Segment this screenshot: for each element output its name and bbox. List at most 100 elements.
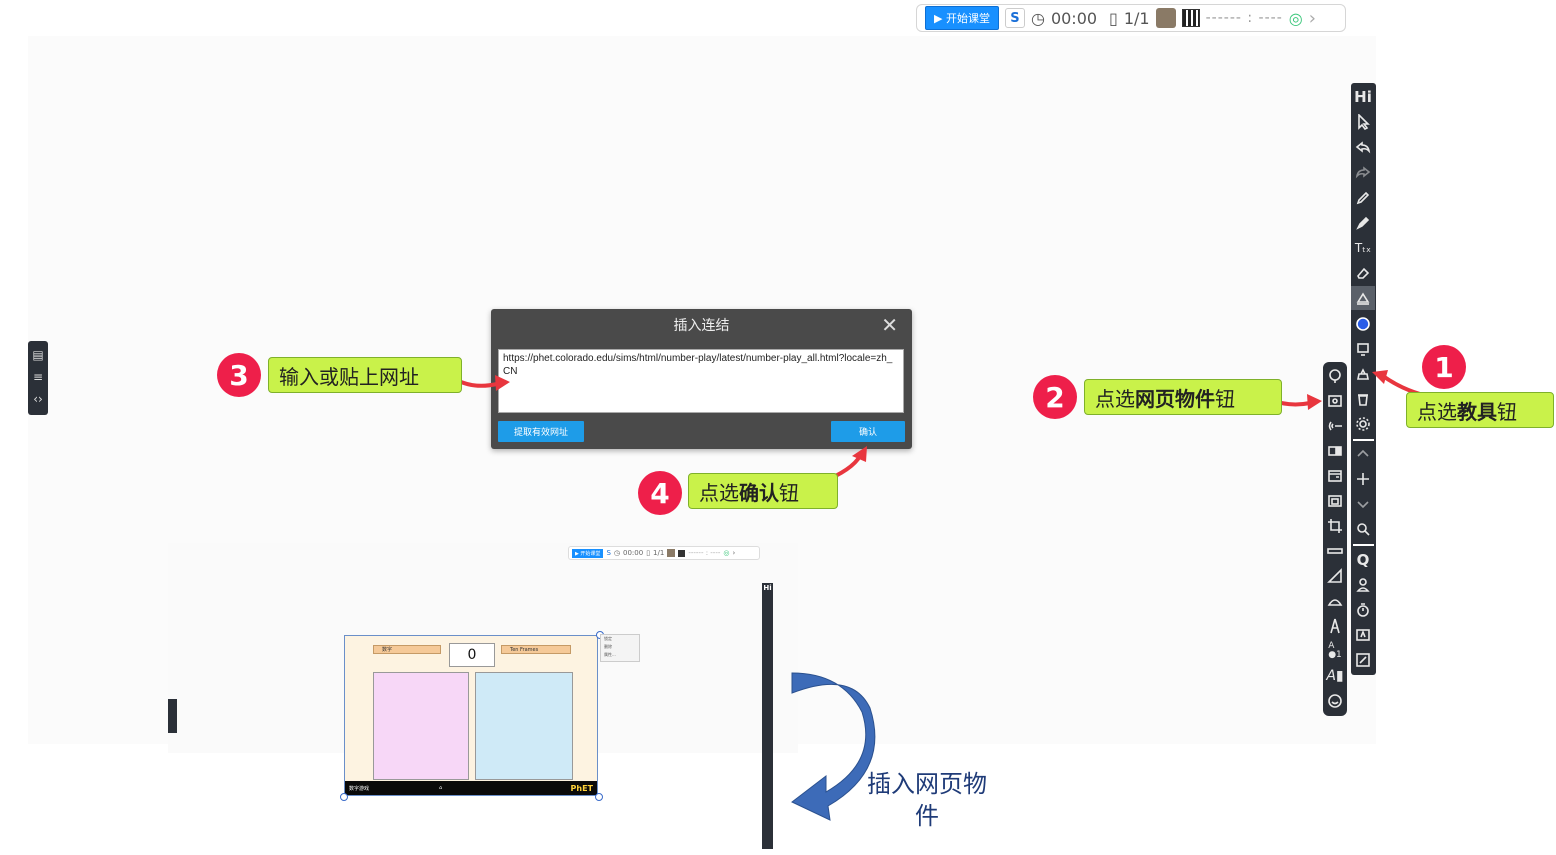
chevron-right-icon[interactable]: › [1308, 7, 1316, 29]
sim-counter[interactable]: 0 [449, 643, 495, 667]
webpage-icon[interactable] [1323, 389, 1347, 413]
media-icon[interactable] [1323, 439, 1347, 463]
sim-footer-title: 数字游戏 [349, 785, 370, 792]
step-3-badge: 3 [217, 353, 261, 397]
thumbnail-main-toolbar: Hi [762, 583, 773, 849]
marker-icon[interactable] [1351, 211, 1375, 235]
signal-icon: ◎ [1288, 8, 1303, 28]
step-2-text-post: 钮 [1215, 386, 1235, 411]
list-icon[interactable]: ≡ [32, 370, 44, 384]
page-count: 1/1 [1123, 8, 1150, 28]
thumbnail-start-button: ▶ 开始课堂 [572, 548, 604, 558]
step-4-badge: 4 [638, 471, 682, 515]
sim-panel-left[interactable] [373, 672, 469, 780]
thumbnail-timer: 00:00 [623, 549, 644, 557]
window-icon[interactable] [1323, 464, 1347, 488]
resize-handle-br[interactable] [595, 793, 603, 801]
step-1-text-pre: 点选 [1417, 399, 1457, 424]
text-size-icon[interactable]: A●1 [1328, 641, 1342, 660]
step-4-text-bold: 确认 [739, 480, 779, 505]
settings-icon[interactable] [1351, 412, 1375, 436]
page-up-icon[interactable] [1351, 442, 1375, 466]
thumbnail-toolbar: ▶ 开始课堂 S ◷ 00:00 ▯ 1/1 ------ : ---- ◎ › [568, 546, 760, 560]
home-icon[interactable]: ⌂ [439, 785, 443, 791]
q-icon[interactable]: Q [1356, 551, 1370, 569]
thumbnail-pages: 1/1 [653, 549, 665, 557]
insert-link-dialog: 插入连结 ✕ https://phet.colorado.edu/sims/ht… [491, 309, 912, 449]
signal-text: ------ : ---- [1205, 10, 1283, 26]
shape-icon[interactable]: A▮ [1326, 668, 1344, 684]
phet-logo: PhET [570, 783, 593, 793]
thumbnail-clock-icon: ◷ [613, 549, 620, 557]
teaching-tools-icon[interactable] [1351, 362, 1375, 386]
resize-handle-tl[interactable] [340, 793, 348, 801]
ruler-icon[interactable] [1323, 539, 1347, 563]
compass-icon[interactable] [1323, 614, 1347, 638]
thumbnail-sync-icon: S [606, 549, 611, 557]
crop-icon[interactable] [1323, 514, 1347, 538]
undo-icon[interactable] [1351, 135, 1375, 159]
close-icon[interactable]: ✕ [881, 313, 898, 337]
dialog-title: 插入连结 [673, 318, 730, 334]
export-icon[interactable] [1351, 648, 1375, 672]
eraser-icon[interactable] [1351, 261, 1375, 285]
file-icon[interactable]: ▤ [32, 348, 44, 362]
confirm-button[interactable]: 确认 [831, 421, 905, 442]
step-2-callout: 点选网页物件钮 [1084, 379, 1282, 415]
class-toolbar: ▶ 开始课堂 S ◷ 00:00 ▯ 1/1 ------ : ---- ◎ › [916, 4, 1346, 32]
context-menu-item[interactable]: 删除 [604, 644, 612, 649]
sim-header-left: 数字 [373, 645, 441, 654]
screen-icon[interactable] [1351, 337, 1375, 361]
context-menu-item[interactable]: 属性... [604, 652, 616, 657]
zoom-icon[interactable] [1351, 517, 1375, 541]
text-icon[interactable]: Tₜₓ [1354, 241, 1372, 255]
thumbnail-left-sidebar [168, 699, 177, 733]
fill-icon[interactable] [1351, 286, 1375, 310]
page-down-icon[interactable] [1351, 492, 1375, 516]
add-page-icon[interactable] [1351, 467, 1375, 491]
thumbnail-qr-icon [678, 549, 686, 557]
trash-icon[interactable] [1351, 387, 1375, 411]
step-1-text-post: 钮 [1497, 399, 1517, 424]
sync-icon[interactable]: S [1004, 8, 1025, 28]
insert-webpage-label: 插入网页物 件 [852, 768, 1002, 832]
toolbar-divider [1353, 439, 1374, 441]
clock-icon: ◷ [1030, 8, 1045, 28]
thumbnail-avatar [667, 549, 676, 557]
user-icon[interactable] [1351, 573, 1375, 597]
phet-webpage-object[interactable]: 数字 0 Ten Frames 数字游戏 ⌂ PhET [344, 635, 598, 796]
frame-icon[interactable] [1323, 489, 1347, 513]
tools-flyout: A●1 A▮ [1323, 362, 1347, 716]
pen-icon[interactable] [1351, 186, 1375, 210]
text-box-icon[interactable] [1351, 623, 1375, 647]
code-icon[interactable]: ‹› [33, 392, 43, 406]
extract-url-button[interactable]: 提取有效网址 [498, 421, 584, 442]
broadcast-icon[interactable] [1323, 414, 1347, 438]
hi-button[interactable]: Hi [1354, 88, 1372, 106]
context-menu-item[interactable]: 锁定 [604, 636, 612, 641]
triangle-ruler-icon[interactable] [1323, 564, 1347, 588]
qr-code-icon[interactable] [1181, 9, 1200, 27]
step-1-badge: 1 [1422, 345, 1466, 389]
thumbnail-signal-icon: ◎ [723, 549, 730, 557]
avatar[interactable] [1155, 8, 1176, 28]
palette-icon[interactable] [1351, 312, 1375, 336]
start-class-button[interactable]: ▶ 开始课堂 [925, 6, 999, 30]
brain-icon[interactable] [1323, 364, 1347, 388]
thumbnail-chevron-icon: › [732, 549, 736, 557]
step-4-text-pre: 点选 [699, 480, 739, 505]
step-1-callout: 点选教具钮 [1406, 392, 1554, 428]
main-toolbar: Hi Tₜₓ Q [1351, 83, 1376, 675]
sim-footer: 数字游戏 ⌂ PhET [345, 781, 597, 795]
step-4-text-post: 钮 [779, 480, 799, 505]
sim-panel-right[interactable] [475, 672, 573, 780]
cursor-icon[interactable] [1351, 110, 1375, 134]
protractor-icon[interactable] [1323, 589, 1347, 613]
step-3-callout: 输入或贴上网址 [268, 357, 462, 393]
step-3-text: 输入或贴上网址 [279, 364, 419, 389]
url-input[interactable]: https://phet.colorado.edu/sims/html/numb… [498, 349, 904, 413]
redo-icon[interactable] [1351, 160, 1375, 184]
emoji-icon[interactable] [1323, 689, 1347, 713]
insert-webpage-label-line2: 件 [915, 802, 939, 830]
timer-icon[interactable] [1351, 598, 1375, 622]
